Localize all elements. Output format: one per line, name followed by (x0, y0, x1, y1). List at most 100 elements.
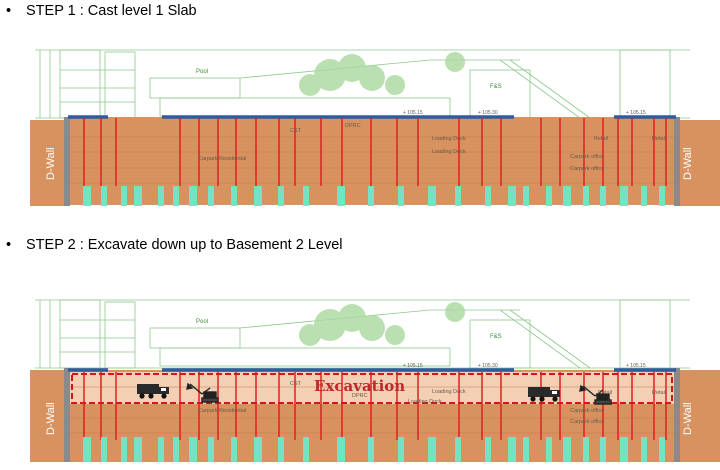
foundation-block (428, 186, 436, 206)
d-wall-left (64, 117, 70, 206)
tree-sketch (299, 302, 465, 346)
foundation-block (398, 186, 404, 206)
pool-label: Pool (196, 319, 208, 325)
foundation-block (231, 186, 237, 206)
foundation-block (158, 186, 164, 206)
foundation-block (523, 186, 529, 206)
foundations (83, 437, 665, 462)
foundation-block (83, 186, 91, 206)
soil-right (680, 370, 720, 462)
d-wall-right (674, 117, 680, 206)
d-wall-right-label: D-Wall (682, 402, 694, 435)
foundation-block (368, 437, 374, 462)
foundation-block (121, 186, 127, 206)
foundation-block (303, 437, 309, 462)
foundation-block (659, 186, 665, 206)
foundation-block (508, 437, 516, 462)
retail-label-1: Retail (598, 390, 612, 396)
level-label-2: + 105.30 (478, 110, 498, 116)
foundation-block (134, 186, 142, 206)
loading-dock-label-2: Loading Dock (432, 149, 466, 155)
dump-truck-icon (137, 384, 169, 399)
foundation-block (278, 437, 284, 462)
bullet-icon: • (6, 237, 12, 253)
foundation-block (368, 186, 374, 206)
foundation-block (173, 186, 179, 206)
retail-label-1: Retail (594, 136, 608, 142)
dprc-label: DPRC (345, 123, 361, 129)
excavation-label: Excavation (314, 377, 405, 395)
foundation-block (83, 437, 91, 462)
step-2-title-text: STEP 2 : Excavate down up to Basement 2 … (26, 237, 343, 253)
soil-left (30, 120, 66, 206)
foundation-block (600, 186, 606, 206)
level-label-2: + 105.30 (478, 363, 498, 369)
foundation-block (600, 437, 606, 462)
foundations (83, 186, 665, 206)
soil-right (680, 120, 720, 206)
foundation-block (208, 186, 214, 206)
level-label-1: + 105.15 (403, 110, 423, 116)
foundation-block (508, 186, 516, 206)
loading-dock-label-2: Loading Dock (408, 399, 442, 405)
foundation-block (173, 437, 179, 462)
foundation-block (208, 437, 214, 462)
step-2-title: • STEP 2 : Excavate down up to Basement 2… (6, 237, 343, 253)
foundation-block (659, 437, 665, 462)
foundation-block (121, 437, 127, 462)
piles (83, 372, 667, 440)
foundation-block (641, 186, 647, 206)
tree-sketch (299, 52, 465, 96)
carpark-office-label-1: Carpark office (570, 408, 604, 414)
foundation-block (546, 437, 552, 462)
retail-label-2: Retail (652, 390, 666, 396)
foundation-block (231, 437, 237, 462)
step-2-section-drawing: Pool F&S D-Wall D-Wall Excavation (30, 299, 720, 462)
piles (83, 118, 667, 186)
basement-level-lines (70, 136, 676, 184)
foundation-block (254, 437, 262, 462)
step-1-title-text: STEP 1 : Cast level 1 Slab (26, 3, 197, 19)
carpark-residential-label: Carpark Residential (198, 408, 246, 414)
foundation-block (337, 437, 345, 462)
fs-label: F&S (490, 84, 502, 90)
foundation-block (563, 186, 571, 206)
foundation-block (563, 437, 571, 462)
cst-label: CST (290, 128, 302, 134)
foundation-block (620, 186, 628, 206)
pool-label: Pool (196, 69, 208, 75)
excavator-icon (186, 382, 219, 403)
carpark-office-label-1: Carpark office (570, 154, 604, 160)
level-label-1: + 105.15 (403, 363, 423, 369)
foundation-block (158, 437, 164, 462)
foundation-block (278, 186, 284, 206)
excavated-zone (70, 372, 676, 404)
foundation-block (620, 437, 628, 462)
bullet-icon: • (6, 3, 12, 19)
dump-truck-icon (528, 387, 560, 402)
d-wall-left (64, 368, 70, 462)
foundation-block (134, 437, 142, 462)
retail-label-2: Retail (652, 136, 666, 142)
foundation-block (523, 437, 529, 462)
foundation-block (101, 437, 107, 462)
foundation-block (428, 437, 436, 462)
foundation-block (455, 186, 461, 206)
loading-dock-label-1: Loading Dock (432, 136, 466, 142)
foundation-block (303, 186, 309, 206)
d-wall-left-label: D-Wall (45, 402, 57, 435)
soil-left (30, 370, 66, 462)
level-label-3: + 105.15 (626, 363, 646, 369)
carpark-residential-label: Carpark Residential (198, 156, 246, 162)
loading-dock-label-1: Loading Dock (432, 389, 466, 395)
foundation-block (583, 437, 589, 462)
foundation-block (583, 186, 589, 206)
carpark-office-label-2: Carpark office (570, 166, 604, 172)
foundation-block (546, 186, 552, 206)
basement-level-lines (70, 386, 676, 434)
fs-label: F&S (490, 334, 502, 340)
foundation-block (189, 186, 197, 206)
foundation-block (485, 186, 491, 206)
foundation-block (189, 437, 197, 462)
excavator-icon (579, 384, 612, 405)
